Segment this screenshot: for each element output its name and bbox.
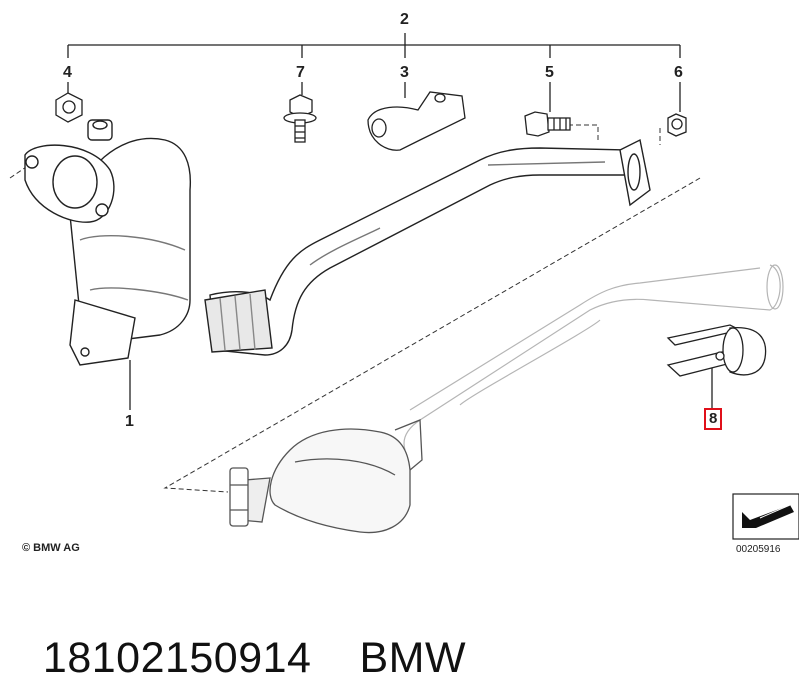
collar-bolt-part-7: [283, 94, 317, 143]
callout-3: 3: [400, 64, 409, 81]
direction-arrow-icon: [732, 493, 799, 540]
brand-name: BMW: [359, 634, 467, 682]
hex-bolt-part-5: [524, 111, 571, 137]
copyright-notice: © BMW AG: [22, 542, 80, 554]
part-number: 18102150914: [42, 634, 312, 682]
catalytic-converter: [24, 119, 192, 366]
ghost-exhaust-pipe: [403, 264, 784, 451]
clamp-part-8: [666, 324, 767, 377]
holder-bracket-part-3: [367, 91, 466, 151]
callout-5: 5: [545, 64, 554, 81]
callout-4: 4: [63, 64, 72, 81]
callout-2-bracket: [67, 33, 713, 410]
self-locking-nut-part-6: [667, 113, 687, 137]
front-pipe-main: [204, 138, 651, 356]
document-number: 00205916: [736, 544, 781, 555]
footer-caption: 18102150914 BMW: [18, 585, 466, 683]
callout-1: 1: [125, 413, 134, 430]
assembly-guide-dashed: [9, 124, 701, 493]
callout-6: 6: [674, 64, 683, 81]
callout-7: 7: [296, 64, 305, 81]
ghost-catalytic-converter: [229, 419, 423, 534]
callout-2: 2: [400, 11, 409, 28]
callout-8-highlighted[interactable]: 8: [704, 408, 723, 430]
hex-nut-part-4: [55, 92, 83, 123]
exhaust-parts-diagram: [9, 33, 799, 540]
